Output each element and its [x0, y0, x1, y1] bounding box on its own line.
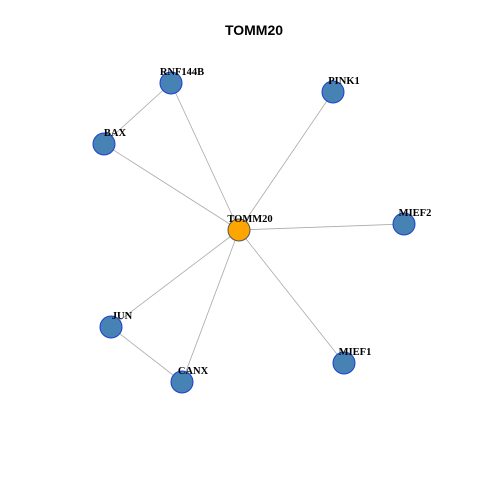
node-tomm20[interactable] [227, 218, 251, 242]
node-layer [92, 71, 416, 394]
node-rnf144b[interactable] [159, 71, 183, 95]
node-label-jun: JUN [112, 311, 133, 322]
node-canx[interactable] [170, 370, 194, 394]
edge-tomm20-rnf144b [170, 82, 240, 231]
edge-jun-canx [110, 326, 183, 383]
edge-tomm20-pink1 [238, 91, 334, 231]
edge-tomm20-jun [110, 229, 240, 328]
node-mief1[interactable] [332, 351, 356, 375]
node-label-mief2: MIEF2 [399, 208, 432, 219]
node-bax[interactable] [92, 132, 116, 156]
node-label-rnf144b: RNF144B [160, 67, 204, 78]
node-jun[interactable] [99, 315, 123, 339]
node-label-mief1: MIEF1 [339, 347, 372, 358]
graph-title: TOMM20 [225, 22, 283, 38]
node-label-pink1: PINK1 [328, 76, 360, 87]
edge-tomm20-mief1 [238, 229, 345, 364]
edge-tomm20-canx [181, 229, 240, 383]
edge-layer [103, 82, 405, 383]
node-label-tomm20: TOMM20 [227, 214, 272, 225]
edge-tomm20-mief2 [238, 223, 405, 231]
node-pink1[interactable] [321, 80, 345, 104]
node-mief2[interactable] [392, 212, 416, 236]
node-label-bax: BAX [104, 128, 127, 139]
node-label-canx: CANX [178, 366, 209, 377]
edge-rnf144b-bax [103, 82, 172, 145]
edge-tomm20-bax [103, 143, 240, 231]
